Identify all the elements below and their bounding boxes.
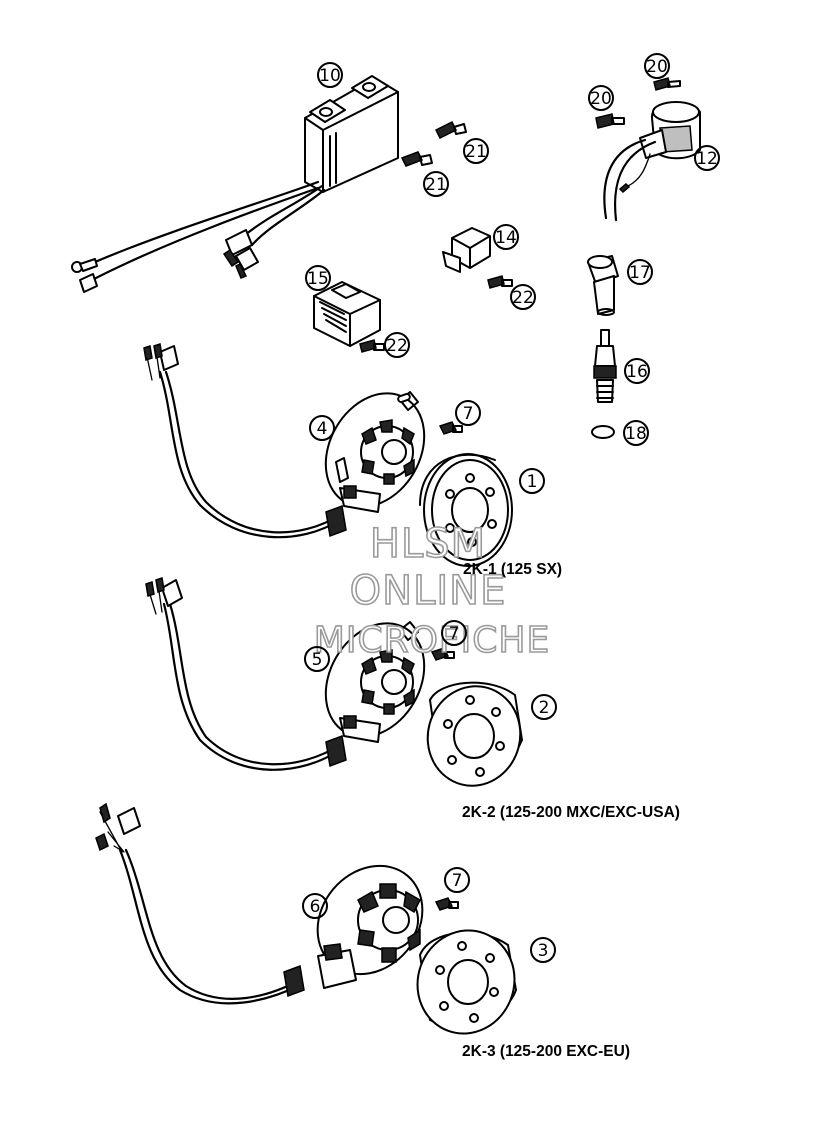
screw-20-left <box>595 113 625 129</box>
svg-text:18: 18 <box>625 424 647 444</box>
callout-22-lower: 22 <box>384 332 410 358</box>
svg-text:1: 1 <box>527 472 538 492</box>
watermark-line-2: ONLINE <box>350 568 507 614</box>
svg-text:7: 7 <box>452 871 463 891</box>
svg-text:2: 2 <box>539 698 550 718</box>
cdi-wiring <box>71 180 326 293</box>
svg-text:4: 4 <box>317 419 328 439</box>
callout-21-lower: 21 <box>423 171 449 197</box>
callout-6: 6 <box>302 893 328 919</box>
svg-text:6: 6 <box>310 897 321 917</box>
callout-3: 3 <box>530 937 556 963</box>
svg-text:20: 20 <box>646 57 668 77</box>
sealing-ring-18 <box>591 425 615 439</box>
callout-20-top: 20 <box>644 53 670 79</box>
callout-15: 15 <box>305 265 331 291</box>
kit-2k1-wiring <box>143 343 347 539</box>
rotor-3 <box>416 929 517 1035</box>
kit-2k2-wiring <box>145 577 347 771</box>
assembly-label-2k2: 2K-2 (125-200 MXC/EXC-USA) <box>462 804 680 821</box>
screw-22-upper <box>487 275 513 289</box>
callout-22-upper: 22 <box>510 284 536 310</box>
rotor-1 <box>419 453 513 567</box>
screw-20-top <box>653 77 681 91</box>
svg-text:22: 22 <box>512 288 534 308</box>
stator-4 <box>324 391 426 513</box>
callout-7-kit3: 7 <box>444 867 470 893</box>
spark-plug-16 <box>593 329 617 403</box>
voltage-regulator-15 <box>313 281 381 347</box>
svg-text:7: 7 <box>463 404 474 424</box>
watermark-line-1: HLSM <box>370 521 486 567</box>
svg-text:16: 16 <box>626 362 648 382</box>
callout-7-kit1: 7 <box>455 400 481 426</box>
callout-10: 10 <box>317 62 343 88</box>
svg-text:15: 15 <box>307 269 329 289</box>
callout-12: 12 <box>694 145 720 171</box>
callout-16: 16 <box>624 358 650 384</box>
screw-7-kit3 <box>434 897 459 911</box>
callout-2: 2 <box>531 694 557 720</box>
callout-14: 14 <box>493 224 519 250</box>
kit-2k3-wiring <box>95 802 305 1005</box>
rectifier-bracket-14 <box>442 227 491 273</box>
svg-text:3: 3 <box>538 941 549 961</box>
callout-7-kit2: 7 <box>441 620 467 646</box>
stator-6 <box>316 864 424 989</box>
svg-text:21: 21 <box>425 175 447 195</box>
cdi-unit <box>304 75 399 193</box>
svg-text:5: 5 <box>312 650 323 670</box>
callout-20-left: 20 <box>588 85 614 111</box>
watermark: HLSM ONLINE MICROFICHE <box>313 520 550 662</box>
callout-21-upper: 21 <box>463 138 489 164</box>
spark-plug-cap-17 <box>587 255 619 316</box>
assembly-label-2k1: 2K-1 (125 SX) <box>463 561 562 578</box>
screw-21-upper <box>434 120 467 140</box>
stator-5 <box>324 621 426 743</box>
screw-7-kit1 <box>438 421 463 435</box>
svg-text:14: 14 <box>495 228 517 248</box>
callout-1: 1 <box>519 468 545 494</box>
svg-text:21: 21 <box>465 142 487 162</box>
svg-text:7: 7 <box>449 624 460 644</box>
assembly-label-2k3: 2K-3 (125-200 EXC-EU) <box>462 1043 630 1060</box>
svg-text:10: 10 <box>319 66 341 86</box>
callout-18: 18 <box>623 420 649 446</box>
watermark-line-3: MICROFICHE <box>314 620 550 661</box>
screw-22-lower <box>359 339 385 353</box>
callout-17: 17 <box>627 259 653 285</box>
rotor-2 <box>426 681 523 787</box>
svg-text:20: 20 <box>590 89 612 109</box>
screw-21-lower <box>400 151 433 167</box>
svg-text:17: 17 <box>629 263 651 283</box>
svg-text:12: 12 <box>696 149 718 169</box>
callout-5: 5 <box>304 646 330 672</box>
ignition-coil <box>603 101 701 222</box>
screw-7-kit2 <box>430 647 455 661</box>
callout-4: 4 <box>309 415 335 441</box>
svg-text:22: 22 <box>386 336 408 356</box>
